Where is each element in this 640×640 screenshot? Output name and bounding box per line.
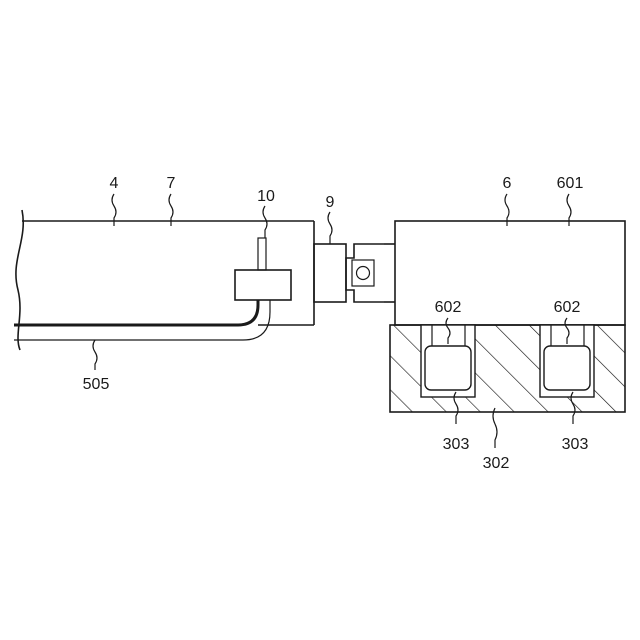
left-body bbox=[16, 210, 314, 350]
label-602-left: 602 bbox=[435, 299, 462, 316]
label-505: 505 bbox=[83, 376, 110, 393]
body-6 bbox=[384, 221, 625, 325]
label-601: 601 bbox=[557, 175, 584, 192]
label-303-right: 303 bbox=[562, 436, 589, 453]
label-9: 9 bbox=[326, 194, 335, 211]
label-4: 4 bbox=[110, 175, 119, 192]
label-7: 7 bbox=[167, 175, 176, 192]
label-302: 302 bbox=[483, 455, 510, 472]
label-602-right: 602 bbox=[554, 299, 581, 316]
cable-505 bbox=[14, 300, 270, 340]
label-10: 10 bbox=[257, 188, 275, 205]
coupling-9 bbox=[314, 244, 384, 302]
sensor-10 bbox=[235, 238, 291, 300]
hatched-base-302 bbox=[390, 325, 625, 412]
label-303-left: 303 bbox=[443, 436, 470, 453]
label-6: 6 bbox=[503, 175, 512, 192]
